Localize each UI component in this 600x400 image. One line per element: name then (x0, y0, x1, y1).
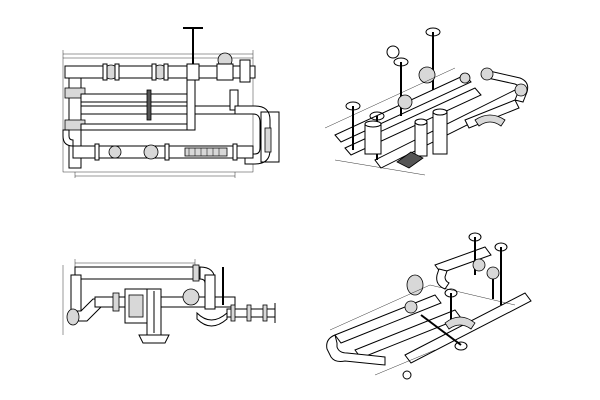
plan-strainer (184, 147, 228, 157)
iso-rear-handwheel-3 (345, 101, 361, 111)
iso-front-elbow-center (436, 268, 450, 290)
iso-front-saddle (444, 316, 476, 330)
isometric-front-drawing (326, 232, 532, 380)
plan-tee (186, 63, 200, 81)
iso-rear-vessel (364, 123, 382, 155)
iso-front-valve-3 (404, 300, 418, 314)
iso-rear-valve-1 (418, 66, 436, 84)
elevation-view (55, 245, 290, 360)
elevation-middle-run (94, 296, 236, 308)
plan-flange-end (239, 59, 251, 83)
iso-front-valve-1 (472, 258, 486, 272)
plan-bottom-valve (143, 144, 159, 160)
elevation-pedestal-base (138, 334, 170, 344)
iso-rear-filter-2 (414, 121, 428, 157)
iso-rear-saddle (474, 114, 506, 127)
iso-front-handwheel-1 (468, 232, 482, 242)
plan-view (55, 20, 290, 180)
iso-front-stem-4 (420, 314, 462, 346)
elevation-top-header (74, 266, 201, 280)
plan-dimension-frame (62, 57, 254, 173)
iso-rear-base-plate (396, 151, 424, 169)
iso-rear-filter-1 (432, 111, 448, 155)
iso-front-valve-2 (486, 266, 500, 280)
iso-front-handwheel-3 (444, 288, 458, 298)
elevation-left-riser (70, 274, 82, 312)
iso-front-circle-marker (402, 370, 412, 380)
isometric-view-rear (315, 20, 545, 180)
plan-left-valve-1 (64, 87, 86, 99)
iso-rear-handwheel-1 (425, 27, 441, 37)
iso-front-valve-4 (406, 274, 424, 296)
plan-middle-pipe-1 (80, 93, 192, 103)
iso-front-handwheel-4 (454, 341, 468, 351)
iso-rear-handwheel-4 (369, 111, 385, 121)
iso-front-pipe-3 (404, 292, 532, 364)
elevation-view-drawing (62, 259, 276, 344)
iso-rear-handwheel-2 (393, 57, 409, 67)
elevation-lower-arc (196, 311, 228, 327)
plan-view-drawing (62, 27, 280, 178)
elevation-left-flange (66, 308, 80, 326)
elevation-valve-handwheel (182, 288, 200, 306)
iso-front-elbow-left (326, 334, 386, 366)
iso-rear-valve-2 (397, 94, 413, 110)
plan-middle-pipe-3 (80, 123, 192, 131)
plan-middle-pipe-2 (80, 105, 236, 115)
isometric-rear-drawing (324, 27, 529, 176)
iso-front-handwheel-2 (494, 242, 508, 252)
iso-rear-handwheel-5 (386, 45, 400, 59)
isometric-view-front (315, 225, 545, 385)
